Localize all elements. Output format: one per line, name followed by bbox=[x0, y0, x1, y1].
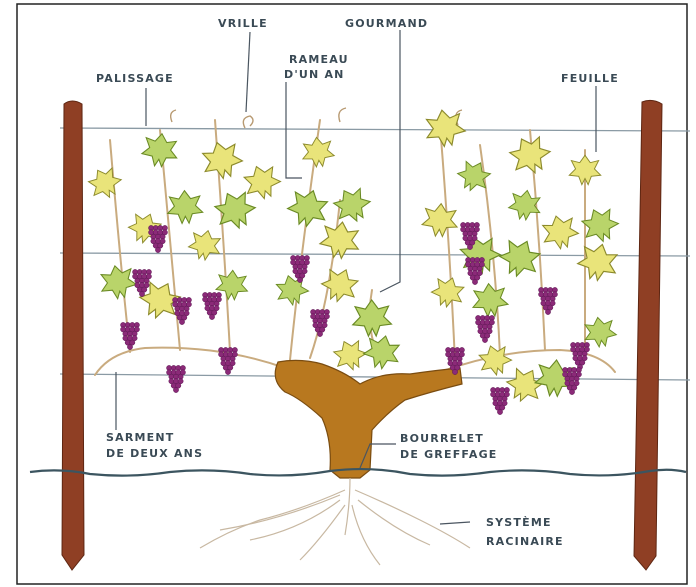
vine-leaf bbox=[361, 332, 403, 372]
label-rameau-line2: D'UN AN bbox=[284, 68, 345, 81]
vine-leaf bbox=[318, 263, 363, 307]
vine-leaf bbox=[273, 272, 311, 309]
label-gourmand: GOURMAND bbox=[345, 17, 428, 30]
label-systeme-line2: RACINAIRE bbox=[486, 535, 564, 548]
vine-leaf bbox=[453, 156, 494, 196]
vine-leaf bbox=[84, 162, 126, 203]
grape-cluster bbox=[219, 347, 238, 374]
grape-cluster bbox=[149, 225, 168, 252]
grape-cluster bbox=[133, 269, 152, 296]
grape-cluster bbox=[167, 365, 186, 392]
label-feuille: FEUILLE bbox=[561, 72, 619, 85]
label-bourrelet-line2: DE GREFFAGE bbox=[400, 448, 498, 461]
vine-leaf bbox=[352, 300, 391, 337]
vine-leaf bbox=[471, 282, 509, 318]
vine-leaf bbox=[167, 190, 203, 224]
label-systeme-line1: SYSTÈME bbox=[486, 516, 552, 529]
root-system bbox=[200, 478, 470, 565]
vine-leaf bbox=[329, 182, 376, 228]
leaves bbox=[84, 107, 623, 408]
grape-cluster bbox=[203, 292, 222, 319]
label-vrille: VRILLE bbox=[218, 17, 268, 30]
grape-cluster bbox=[291, 255, 310, 282]
vine-leaf bbox=[198, 137, 245, 182]
grape-cluster bbox=[491, 387, 510, 414]
label-rameau-line1: RAMEAU bbox=[289, 53, 349, 66]
grape-cluster bbox=[121, 322, 140, 349]
vine-leaf bbox=[210, 185, 260, 234]
trellis-posts bbox=[62, 100, 662, 570]
vine-leaf bbox=[575, 240, 621, 284]
vine-leaf bbox=[421, 202, 458, 237]
vine-leaf bbox=[495, 234, 545, 282]
vine-leaf bbox=[240, 161, 284, 204]
grape-cluster bbox=[311, 309, 330, 336]
vine-leaf bbox=[428, 273, 467, 311]
label-bourrelet-line1: BOURRELET bbox=[400, 432, 484, 445]
vine-leaf bbox=[187, 227, 224, 262]
vine-leaf bbox=[423, 107, 467, 149]
post-right bbox=[634, 100, 662, 570]
label-palissage: PALISSAGE bbox=[96, 72, 174, 85]
vine-leaf bbox=[141, 132, 180, 169]
label-sarment-line1: SARMENT bbox=[106, 431, 174, 444]
vine-leaf bbox=[284, 185, 332, 231]
grape-cluster bbox=[173, 297, 192, 324]
post-left bbox=[62, 101, 84, 570]
vine-leaf bbox=[301, 136, 335, 169]
vine-leaf bbox=[539, 212, 581, 252]
grape-cluster bbox=[571, 342, 590, 369]
grape-cluster bbox=[539, 287, 558, 314]
label-sarment-line2: DE DEUX ANS bbox=[106, 447, 203, 460]
vine-leaf bbox=[98, 263, 139, 302]
grape-cluster bbox=[476, 315, 495, 342]
